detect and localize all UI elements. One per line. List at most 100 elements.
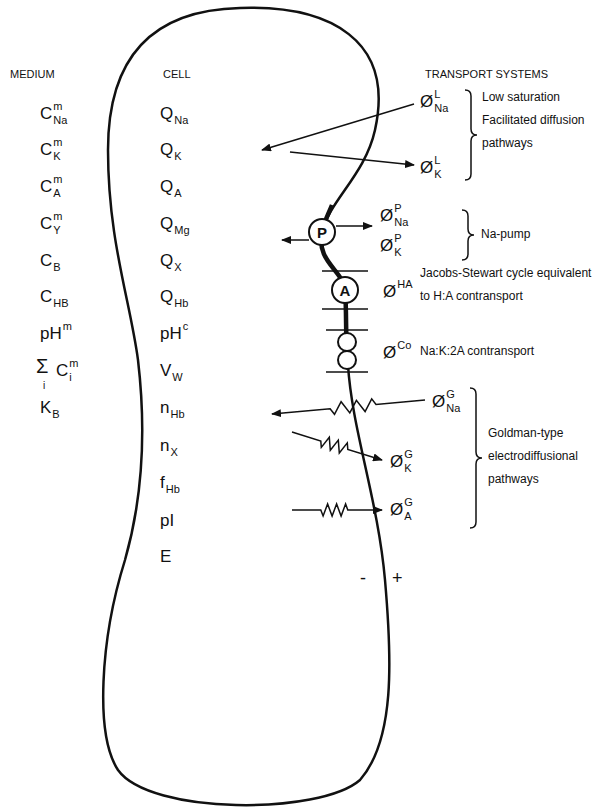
- symbol-base: Ø: [390, 500, 403, 520]
- subscript: i: [69, 371, 71, 384]
- symbol-base: C: [40, 140, 52, 160]
- symbol-base: C: [40, 104, 52, 124]
- superscript: m: [63, 320, 72, 333]
- subscript: Na: [434, 102, 448, 115]
- subscript: X: [170, 446, 177, 459]
- superscript: P: [394, 232, 401, 245]
- column-header: MEDIUM: [10, 68, 55, 81]
- symbol-base: Ø: [380, 236, 393, 256]
- sum-index: i: [43, 380, 45, 392]
- symbol-base: Ø: [380, 206, 393, 226]
- subscript: Hb: [166, 483, 180, 496]
- cotransport-circle: [338, 351, 356, 369]
- subscript: Hb: [170, 408, 184, 421]
- symbol-base: pH: [160, 324, 182, 344]
- carrier-bar: [326, 371, 368, 373]
- symbol-base: E: [160, 547, 171, 567]
- brace: [462, 210, 474, 260]
- cotransport-circle: [338, 333, 356, 351]
- carrier-bar: [326, 329, 368, 331]
- sum-sign: Σ: [36, 355, 48, 378]
- symbol-base: pI: [160, 511, 174, 531]
- superscript: G: [404, 496, 413, 509]
- pathway-note: Na:K:2A contransport: [420, 340, 592, 363]
- symbol-base: Ø: [383, 282, 396, 302]
- subscript: K: [394, 246, 401, 259]
- cell-outline: [103, 8, 389, 805]
- subscript: K: [404, 462, 411, 475]
- symbol-base: Q: [160, 177, 173, 197]
- transporter-letter: P: [317, 225, 327, 240]
- symbol-base: Q: [160, 287, 173, 307]
- symbol-base: C: [40, 177, 52, 197]
- carrier-bar: [322, 270, 368, 272]
- symbol-base: f: [160, 473, 165, 493]
- superscript: Co: [397, 339, 411, 352]
- superscript: G: [446, 388, 455, 401]
- resistor-symbol: [292, 504, 382, 516]
- subscript: Mg: [174, 224, 189, 237]
- transporter-letter: A: [340, 283, 351, 298]
- superscript: L: [434, 154, 440, 167]
- resistor-symbol: [272, 399, 425, 414]
- subscript: A: [53, 187, 60, 200]
- symbol-base: Ø: [390, 452, 403, 472]
- superscript: HA: [397, 278, 412, 291]
- subscript: Na: [53, 114, 67, 127]
- subscript: K: [174, 150, 181, 163]
- subscript: W: [172, 371, 182, 384]
- subscript: X: [174, 261, 181, 274]
- subscript: Na: [446, 402, 460, 415]
- symbol-base: Q: [160, 104, 173, 124]
- symbol-base: pH: [40, 324, 62, 344]
- subscript: Hb: [174, 297, 188, 310]
- symbol-base: n: [160, 398, 169, 418]
- symbol-base: Ø: [383, 343, 396, 363]
- superscript: G: [404, 448, 413, 461]
- symbol-base: n: [160, 436, 169, 456]
- pathway-note: Goldman-type electrodiffusional pathways: [488, 422, 600, 490]
- subscript: K: [53, 150, 60, 163]
- symbol-base: Q: [160, 214, 173, 234]
- superscript: m: [53, 100, 62, 113]
- symbol-base: Q: [160, 251, 173, 271]
- symbol-base: C: [40, 214, 52, 234]
- pump-arrow: [282, 239, 309, 241]
- resistor-and-brace-group: [272, 90, 482, 528]
- column-header: CELL: [163, 68, 191, 81]
- symbol-base: C: [40, 287, 52, 307]
- superscript: c: [183, 320, 189, 333]
- superscript: m: [69, 357, 78, 370]
- transporter-circle: A: [331, 276, 359, 304]
- leak-arrow: [262, 104, 414, 150]
- symbol-base: K: [40, 398, 51, 418]
- potential-sign: +: [392, 568, 403, 589]
- subscript: A: [404, 510, 411, 523]
- subscript: B: [52, 408, 59, 421]
- pathway-note: Jacobs-Stewart cycle equivalent to H:A c…: [420, 262, 592, 308]
- subscript: HB: [53, 297, 68, 310]
- symbol-base: Ø: [432, 392, 445, 412]
- brace: [470, 388, 482, 528]
- pathway-note: Na-pump: [481, 228, 530, 242]
- superscript: m: [53, 173, 62, 186]
- brace: [465, 90, 477, 180]
- carrier-bar: [322, 308, 368, 310]
- resistor-symbol: [292, 432, 382, 460]
- column-header: TRANSPORT SYSTEMS: [425, 68, 548, 81]
- superscript: P: [394, 202, 401, 215]
- leak-arrow: [290, 152, 414, 165]
- pump-arrow: [336, 225, 372, 227]
- symbol-base: C: [56, 361, 68, 381]
- symbol-base: Q: [160, 140, 173, 160]
- superscript: m: [53, 210, 62, 223]
- symbol-base: V: [160, 361, 171, 381]
- symbol-base: C: [40, 251, 52, 271]
- symbol-base: Ø: [420, 158, 433, 178]
- subscript: B: [53, 261, 60, 274]
- subscript: Na: [394, 216, 408, 229]
- superscript: L: [434, 88, 440, 101]
- potential-sign: -: [360, 568, 366, 589]
- superscript: m: [53, 136, 62, 149]
